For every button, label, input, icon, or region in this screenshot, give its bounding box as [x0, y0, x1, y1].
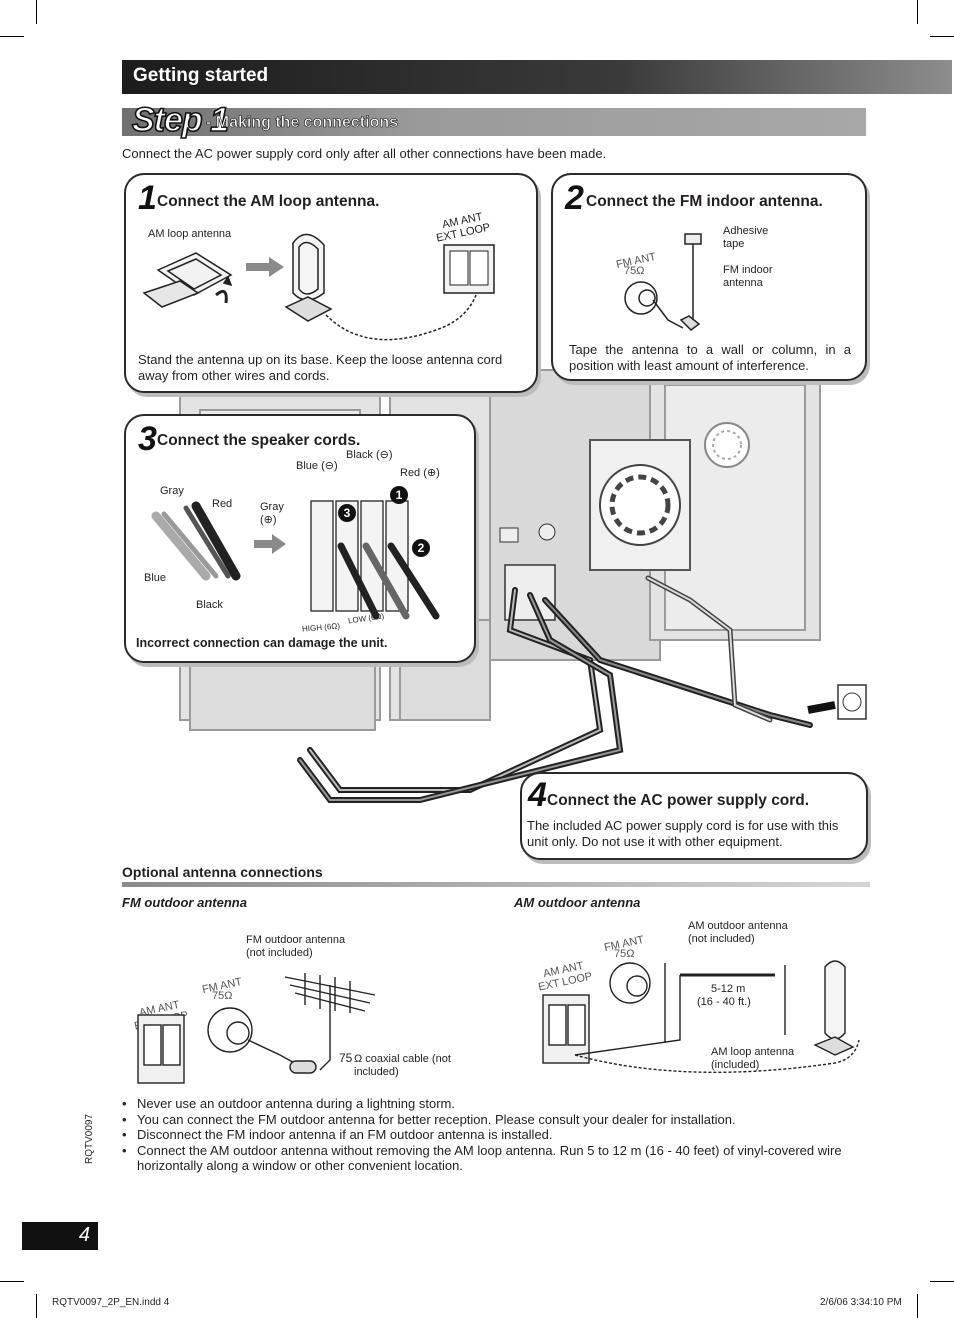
am-outdoor-subhead: AM outdoor antenna [514, 895, 641, 910]
note-item: Never use an outdoor antenna during a li… [122, 1096, 882, 1112]
step-badge-2: 2 [412, 539, 430, 557]
notes-list: Never use an outdoor antenna during a li… [122, 1096, 882, 1174]
am-outdoor-antenna-label: AM outdoor antenna (not included) [688, 920, 788, 945]
fm-outdoor-subhead: FM outdoor antenna [122, 895, 247, 910]
panel-title: Connect the AM loop antenna. [157, 193, 380, 210]
footer-right: 2/6/06 3:34:10 PM [820, 1297, 902, 1308]
label-red: Red [212, 498, 233, 510]
step-number: 2 [565, 179, 584, 217]
step-badge-3: 3 [338, 504, 356, 522]
fm-terminal-label-line2: 75Ω [212, 990, 233, 1002]
panel-am-loop-antenna: 1 Connect the AM loop antenna. AM loop a… [124, 173, 538, 393]
label-blue-minus: Blue (⊖) [296, 460, 338, 472]
label-red-plus: Red (⊕) [400, 467, 440, 479]
fm-terminal-label-line2: 75Ω [624, 265, 645, 277]
am-outdoor-antenna-illustration [542, 960, 860, 1074]
am-loop-included-label: AM loop antenna (included) [711, 1046, 795, 1071]
fm-outdoor-antenna-label: FM outdoor antenna (not included) [246, 934, 346, 959]
fm-outdoor-antenna-illustration [137, 973, 376, 1084]
panel-ac-power-cord: 4 Connect the AC power supply cord. The … [520, 772, 868, 860]
step-subtitle: - Making the connections [206, 114, 399, 132]
step-number: 1 [138, 179, 157, 217]
label-blue: Blue [144, 572, 167, 584]
warning-text: Incorrect connection can damage the unit… [136, 636, 388, 650]
panel-title: Connect the FM indoor antenna. [586, 193, 823, 210]
adhesive-tape-label: Adhesive tape [723, 225, 769, 250]
panel-text: Tape the antenna to a wall or column, in… [569, 342, 851, 373]
optional-heading: Optional antenna connections [122, 864, 323, 880]
speaker-terminal-illustration [151, 500, 440, 620]
crop-mark [930, 1281, 954, 1282]
note-item: You can connect the FM outdoor antenna f… [122, 1112, 882, 1128]
step-number: 3 [138, 420, 157, 458]
crop-mark [917, 0, 918, 24]
page-number: 4 [78, 1224, 90, 1246]
panel-fm-indoor-antenna: 2 Connect the FM indoor antenna. FM ANT … [551, 173, 867, 381]
crop-mark [0, 36, 24, 37]
coax-cable-label: Ω coaxial cable (not included) [354, 1053, 451, 1078]
intro-text: Connect the AC power supply cord only af… [122, 146, 607, 161]
crop-mark [917, 1294, 918, 1318]
distance-label: 5-12 m [711, 983, 746, 995]
step-label: Step 1 [131, 100, 230, 140]
step-header: Step 1 - Making the connections [122, 100, 866, 140]
label-black-minus: Black (⊖) [346, 449, 393, 461]
crop-mark [36, 1294, 37, 1318]
panel-speaker-cords: 3 Connect the speaker cords. Gray Red Bl… [124, 414, 476, 663]
fm-indoor-antenna-illustration [624, 233, 702, 331]
doc-code-vertical: RQTV0097 [84, 1113, 95, 1164]
panel-title: Connect the speaker cords. [157, 432, 361, 449]
coax-cable-value: 75 [339, 1051, 353, 1065]
panel-text: The included AC power supply cord is for… [527, 818, 839, 849]
crop-mark [0, 1281, 24, 1282]
panel-title: Connect the AC power supply cord. [547, 792, 810, 809]
fm-terminal-label-line2: 75Ω [614, 948, 635, 960]
crop-mark [36, 0, 37, 24]
step-badge-1: 1 [390, 486, 408, 504]
section-header: Getting started [122, 60, 952, 94]
fm-indoor-antenna-label: FM indoor antenna [723, 264, 773, 289]
section-title: Getting started [133, 65, 269, 86]
crop-mark [930, 36, 954, 37]
footer-left: RQTV0097_2P_EN.indd 4 [52, 1297, 170, 1308]
label-gray: Gray [160, 485, 184, 497]
am-loop-label: AM loop antenna [148, 228, 232, 240]
divider [122, 882, 870, 887]
am-loop-antenna-illustration [142, 233, 477, 341]
note-item: Connect the AM outdoor antenna without r… [122, 1143, 882, 1174]
panel-text: Stand the antenna up on its base. Keep t… [138, 352, 503, 383]
distance-ft-label: (16 - 40 ft.) [697, 996, 751, 1008]
label-gray-plus-symbol: (⊕) [260, 514, 277, 526]
step-number: 4 [528, 776, 547, 814]
label-gray-plus: Gray [260, 501, 284, 513]
label-black: Black [196, 599, 223, 611]
page-number-tab: 4 [22, 1222, 98, 1250]
note-item: Disconnect the FM indoor antenna if an F… [122, 1127, 882, 1143]
am-ant-terminal [443, 244, 495, 294]
